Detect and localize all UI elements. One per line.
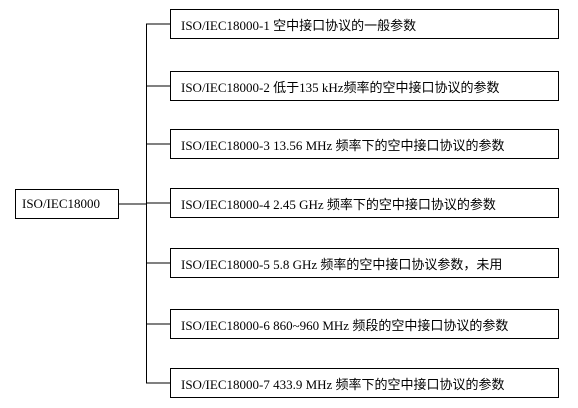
child-node-6: ISO/IEC18000-6 860~960 MHz 频段的空中接口协议的参数: [170, 309, 559, 339]
child-node-label: ISO/IEC18000-5 5.8 GHz 频率的空中接口协议参数，未用: [181, 256, 503, 272]
root-node-label: ISO/IEC18000: [22, 196, 100, 211]
child-node-label: ISO/IEC18000-4 2.45 GHz 频率下的空中接口协议的参数: [181, 196, 496, 212]
root-node: ISO/IEC18000: [15, 189, 119, 219]
child-node-label: ISO/IEC18000-3 13.56 MHz 频率下的空中接口协议的参数: [181, 137, 505, 153]
child-node-4: ISO/IEC18000-4 2.45 GHz 频率下的空中接口协议的参数: [170, 188, 559, 218]
child-node-3: ISO/IEC18000-3 13.56 MHz 频率下的空中接口协议的参数: [170, 129, 559, 159]
child-node-2: ISO/IEC18000-2 低于135 kHz频率的空中接口协议的参数: [170, 71, 559, 101]
child-node-label: ISO/IEC18000-6 860~960 MHz 频段的空中接口协议的参数: [181, 317, 509, 333]
child-node-1: ISO/IEC18000-1 空中接口协议的一般参数: [170, 9, 559, 39]
child-node-label: ISO/IEC18000-1 空中接口协议的一般参数: [181, 17, 417, 33]
child-node-label: ISO/IEC18000-2 低于135 kHz频率的空中接口协议的参数: [181, 79, 500, 95]
child-node-5: ISO/IEC18000-5 5.8 GHz 频率的空中接口协议参数，未用: [170, 248, 559, 278]
child-node-7: ISO/IEC18000-7 433.9 MHz 频率下的空中接口协议的参数: [170, 368, 559, 398]
child-node-label: ISO/IEC18000-7 433.9 MHz 频率下的空中接口协议的参数: [181, 376, 505, 392]
